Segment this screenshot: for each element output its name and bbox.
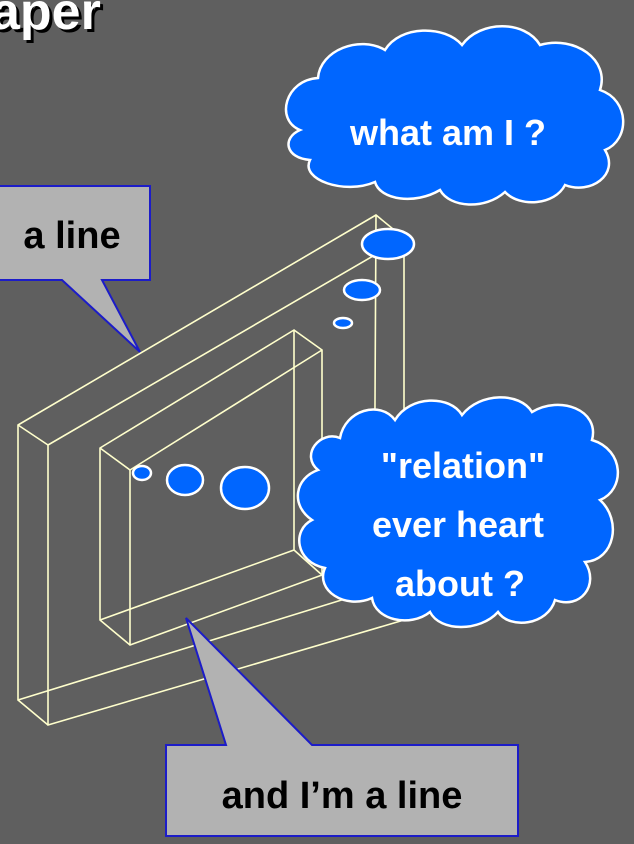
callout-bottom: and I’m a line [165,617,519,837]
thought-cloud-right-line2: ever heart [372,504,544,545]
title-text: aper [0,0,101,41]
title-shadow: aper [0,0,104,44]
panel-depth-edge [293,549,323,576]
thought-cloud-right: "relation" ever heart about ? [296,396,620,629]
thought-dots-panel [131,463,271,511]
frame-depth-edge [17,424,49,446]
thought-dots-top [332,227,416,330]
callout-bottom-text: and I’m a line [222,775,463,817]
thought-dot-medium [165,463,205,497]
thought-cloud-top: what am I ? [284,25,625,206]
thought-cloud-right-line1: "relation" [381,445,545,486]
panel-depth-edge [293,329,323,351]
thought-dot-small [131,464,153,482]
callout-top-text: a line [23,215,120,257]
thought-dot-medium [342,278,382,302]
frame-depth-edge [17,699,49,726]
thought-dot-large [219,465,271,511]
thought-dot-small [332,316,354,330]
thought-dot-large [360,227,416,261]
panel-depth-edge [99,447,131,471]
thought-cloud-right-line3: about ? [395,563,525,604]
panel-depth-edge [99,619,131,646]
callout-top: a line [0,185,151,353]
thought-cloud-top-text: what am I ? [349,112,546,153]
